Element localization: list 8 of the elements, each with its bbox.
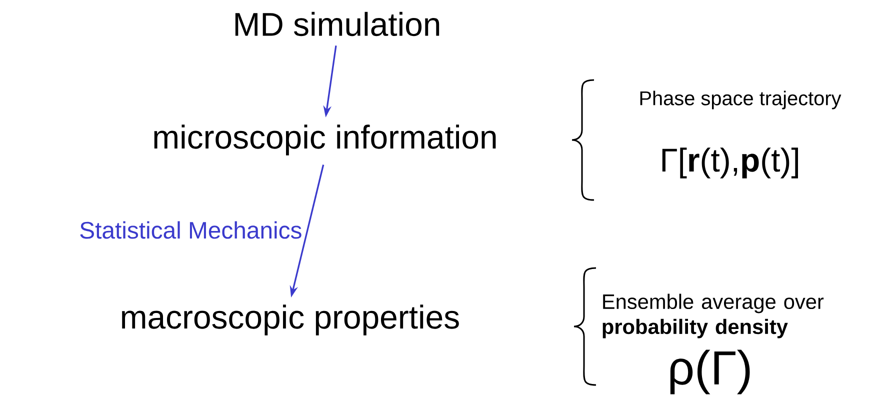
node-text: microscopic information [154,124,496,156]
formula-text: ρ(Γ) [670,350,750,394]
edge-label: Statistical Mechanics [80,221,302,239]
node-text: MD simulation [235,12,440,36]
formula-text: Phase space trajectory [640,90,842,110]
formula-text: Γ[r(t),p(t)] [662,148,798,178]
note-text: Ensemble average over probability density [602,294,824,338]
node-text: macroscopic properties [122,304,459,336]
